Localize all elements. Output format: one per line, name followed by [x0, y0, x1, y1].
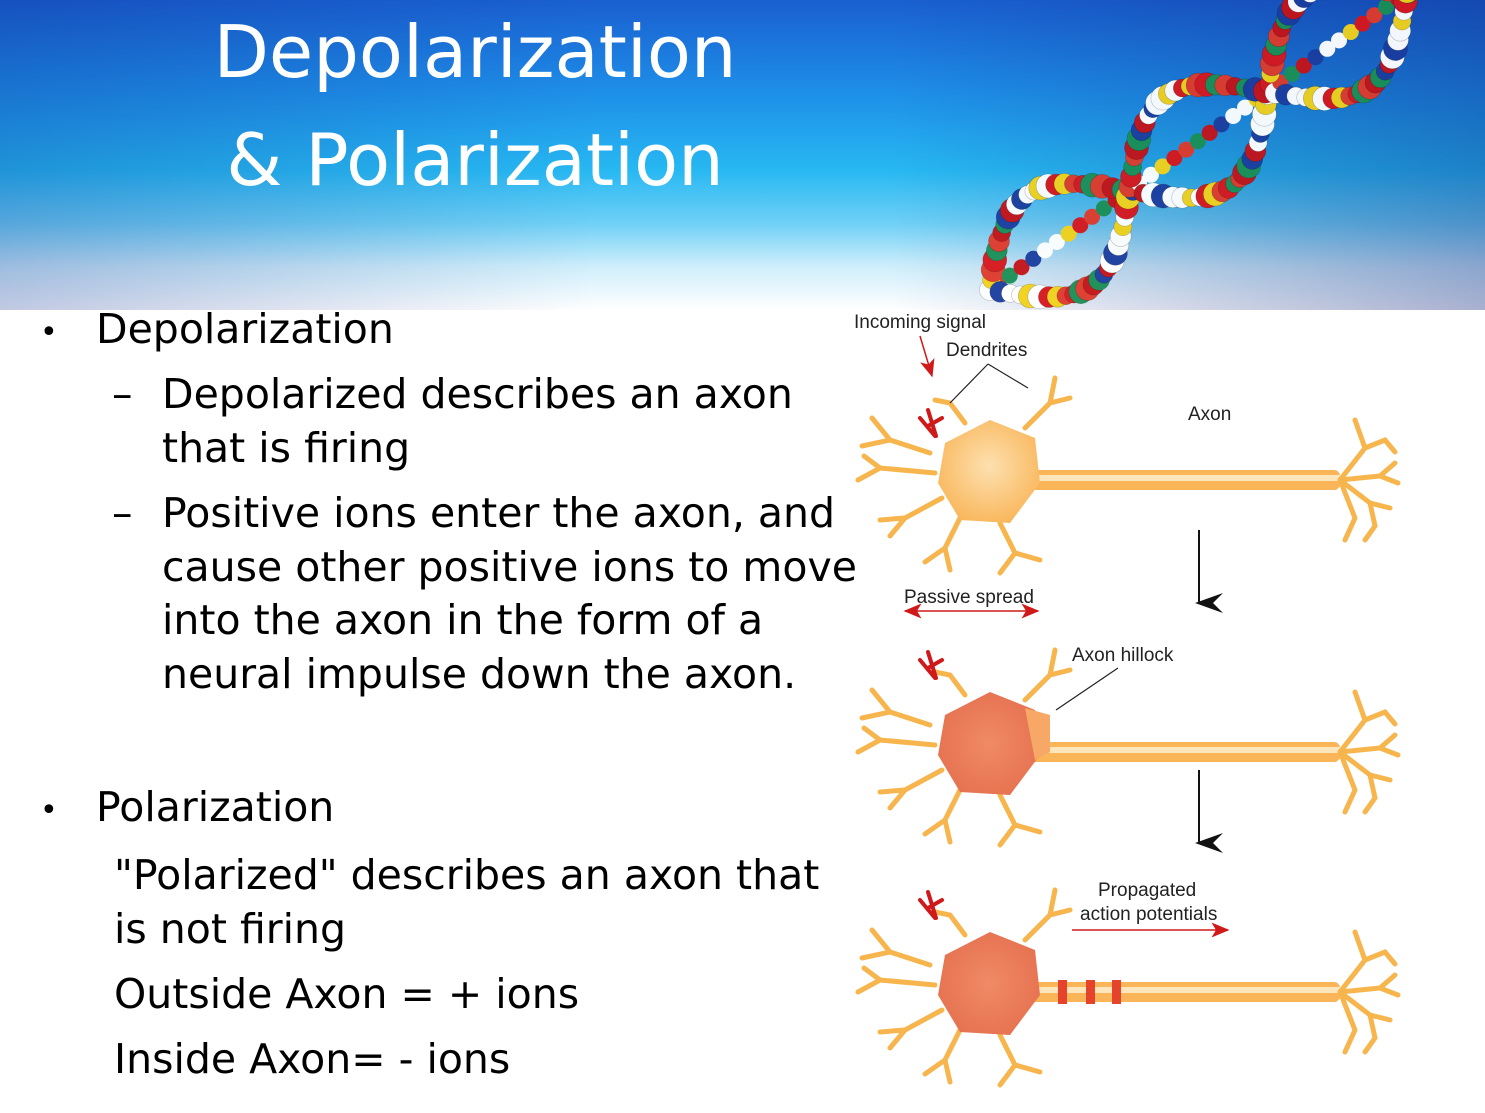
neuron-propagated [858, 890, 1398, 1085]
dna-atom [1393, 0, 1418, 14]
dna-helix-image [979, 0, 1418, 310]
dna-atom [1072, 217, 1089, 234]
dna-atom [1201, 124, 1218, 141]
dna-atom [1307, 49, 1324, 66]
polarization-line-3: Outside Axon = + ions [114, 970, 580, 1018]
subpoint-2-line-3: into the axon in the form of a [162, 596, 764, 644]
neuron-resting [858, 378, 1398, 573]
dash-marker: – [112, 489, 133, 537]
polarization-line-1: "Polarized" describes an axon that [114, 851, 820, 899]
dna-atom [1037, 242, 1053, 259]
neuron-illustration: Incoming signal Dendrites Axon Passive s… [854, 312, 1455, 1088]
dna-atom [1319, 40, 1336, 57]
dash-marker: – [112, 370, 133, 418]
dna-atom [1060, 225, 1077, 242]
dna-atom [1331, 32, 1347, 49]
dna-atom [1189, 133, 1206, 150]
label-axon: Axon [1188, 404, 1231, 425]
dna-atom [1366, 7, 1383, 24]
dna-atom [1342, 24, 1359, 40]
dna-atom [1237, 99, 1253, 116]
dna-atom [1378, 0, 1395, 15]
bullet-heading-polarization: Polarization [96, 783, 335, 831]
neuron-passive-spread [858, 650, 1398, 845]
header-band [0, 0, 1485, 310]
subpoint-2-line-1: Positive ions enter the axon, and [162, 489, 836, 537]
dna-atom [1178, 141, 1195, 158]
subpoint-1-line-1: Depolarized describes an axon [162, 370, 793, 418]
dna-atom [1303, 0, 1317, 3]
dna-atom [1001, 267, 1018, 284]
dna-atom [1295, 57, 1312, 74]
bullet-marker: • [40, 315, 58, 350]
dna-atom [1225, 108, 1242, 124]
label-axon-hillock: Axon hillock [1072, 645, 1174, 666]
label-passive-spread: Passive spread [904, 587, 1034, 608]
subpoint-1-line-2: that is firing [162, 424, 411, 472]
label-propagated-2: action potentials [1080, 904, 1217, 925]
polarization-line-4: Inside Axon= - ions [114, 1035, 511, 1083]
subpoint-2-line-2: cause other positive ions to move [162, 543, 857, 591]
dna-atom [1025, 250, 1042, 267]
label-incoming-signal: Incoming signal [854, 312, 986, 333]
bullet-heading-depolarization: Depolarization [96, 305, 394, 353]
dna-atom [1166, 150, 1183, 166]
dna-atom [1398, 0, 1416, 4]
bullet-marker: • [40, 793, 58, 828]
dna-atom [1284, 66, 1300, 82]
dna-atom [1381, 0, 1394, 2]
dna-atom [1354, 15, 1371, 32]
subpoint-2-line-4: neural impulse down the axon. [162, 650, 797, 698]
dna-atom [1095, 200, 1112, 217]
label-propagated-1: Propagated [1098, 880, 1196, 901]
dna-atom [1154, 158, 1171, 175]
dna-atom [1142, 166, 1159, 183]
dna-atom [1048, 234, 1065, 250]
dna-atom [1013, 259, 1030, 276]
slide-title-line-1: Depolarization [213, 10, 737, 94]
dna-atom [1213, 116, 1230, 133]
slide-title-line-2: & Polarization [226, 118, 724, 202]
dna-atom [1084, 208, 1101, 225]
label-dendrites: Dendrites [946, 340, 1027, 361]
polarization-line-2: is not firing [114, 905, 347, 953]
